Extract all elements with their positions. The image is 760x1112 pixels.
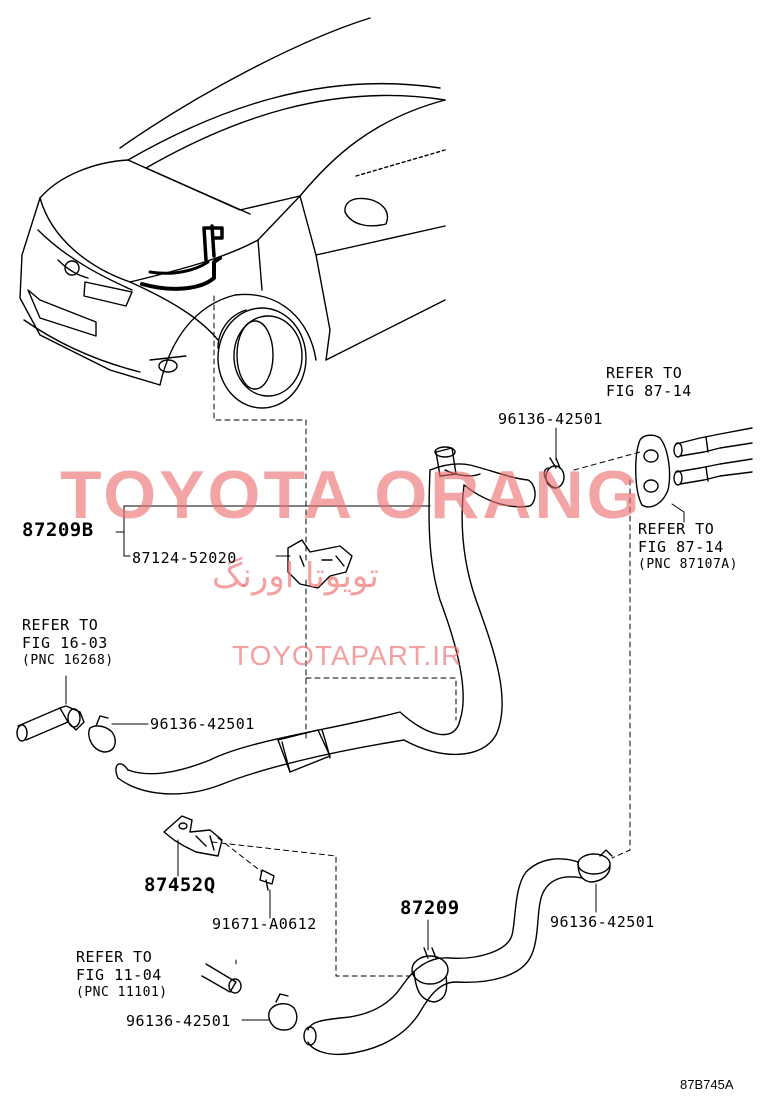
callout-refer-87-14-side: REFER TO FIG 87-14 (PNC 87107A) (638, 520, 738, 574)
part-number-hose-lower: 87209 (400, 897, 460, 919)
part-number-clamp-top: 96136-42501 (498, 410, 603, 428)
callout-line: REFER TO (606, 364, 683, 382)
leader-lines (65, 427, 685, 1021)
callout-refer-11-04: REFER TO FIG 11-04 (PNC 11101) (76, 948, 168, 1002)
callout-line: REFER TO (76, 948, 153, 966)
dashed-lines (211, 295, 641, 977)
watermark-site: TOYOTAPART.IR (232, 640, 463, 671)
part-number-clamp-left: 96136-42501 (150, 715, 255, 733)
callout-line: FIG 16-03 (22, 634, 108, 652)
pipe-flange-drawing (635, 427, 753, 508)
figure-code: 87B745A (680, 1077, 734, 1092)
left-pipe-drawing (16, 705, 116, 753)
callout-line: FIG 87-14 (606, 382, 692, 400)
hose-87209 (303, 849, 613, 1056)
watermark-brand: TOYOTA ORANG (60, 457, 643, 533)
callout-line: FIG 11-04 (76, 966, 162, 984)
car-illustration (19, 17, 446, 409)
pipe-11-04-drawing (201, 963, 298, 1031)
part-number-bracket-clamp: 87124-52020 (132, 549, 237, 567)
callout-refer-16-03: REFER TO FIG 16-03 (PNC 16268) (22, 616, 114, 670)
bracket-87452q-drawing (163, 815, 275, 891)
hose-87209b (115, 446, 536, 795)
callout-line: (PNC 11101) (76, 985, 168, 1000)
watermark-persian: تویوتا اورنگ (212, 556, 379, 596)
callout-line: (PNC 16268) (22, 653, 114, 668)
part-number-hose-upper: 87209B (22, 519, 94, 541)
part-number-clamp-right: 96136-42501 (550, 913, 655, 931)
part-number-bolt: 91671-A0612 (212, 915, 317, 933)
callout-line: REFER TO (638, 520, 715, 538)
clamp-top-drawing (543, 457, 565, 489)
part-number-bracket-lower: 87452Q (144, 874, 216, 896)
callout-line: FIG 87-14 (638, 538, 724, 556)
callout-refer-87-14-top: REFER TO FIG 87-14 (606, 364, 692, 400)
callout-line: REFER TO (22, 616, 99, 634)
part-number-clamp-bottom: 96136-42501 (126, 1012, 231, 1030)
bracket-87124-drawing (287, 539, 353, 589)
callout-line: (PNC 87107A) (638, 557, 738, 572)
